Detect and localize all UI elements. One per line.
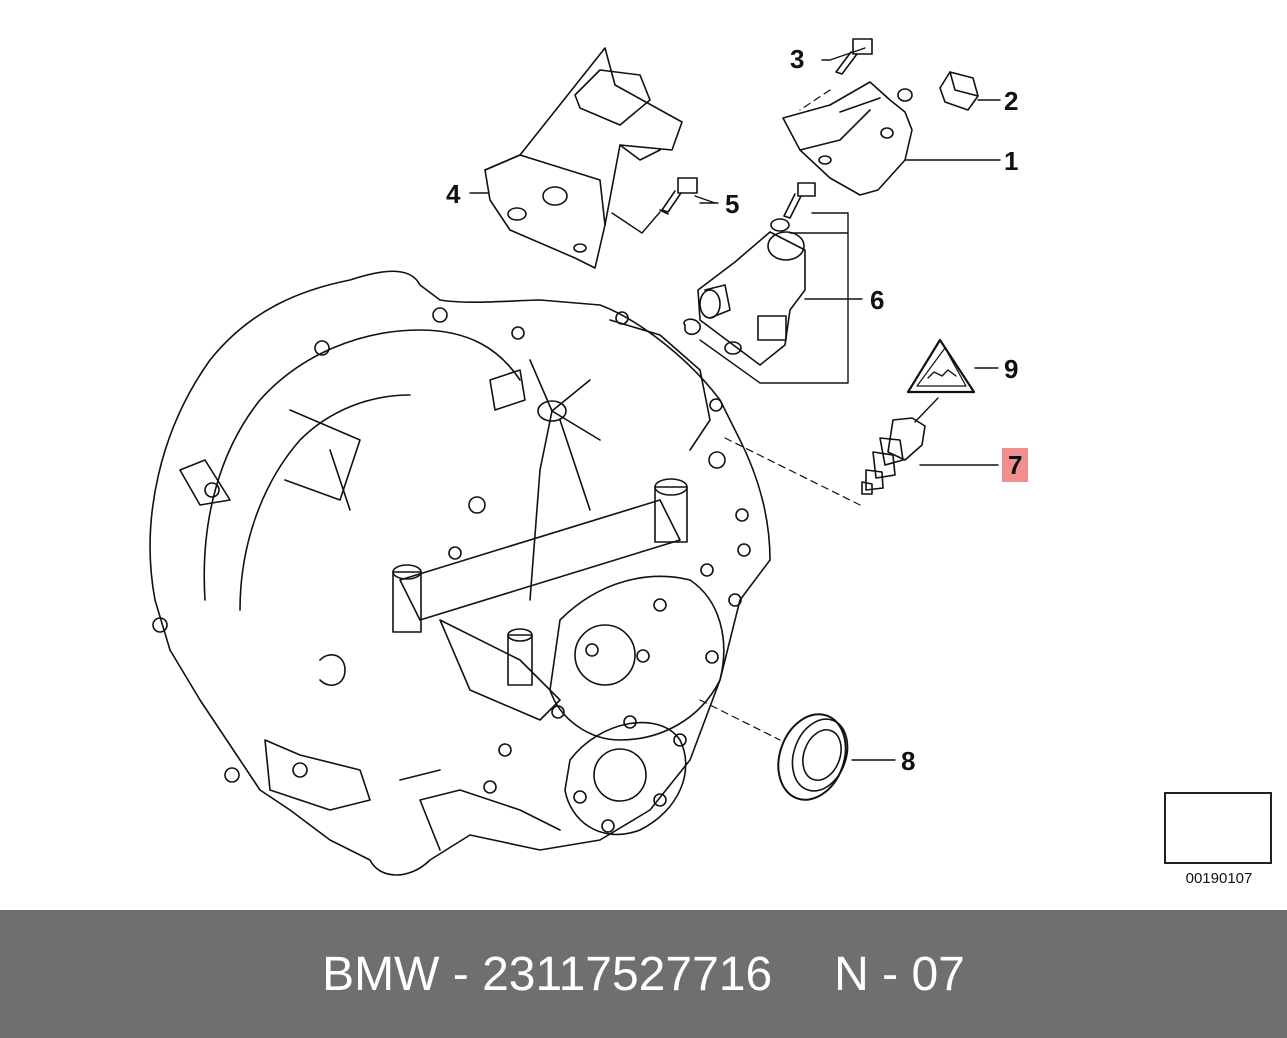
- bracket-part-1-drawing: [782, 81, 913, 196]
- leader-lines: [469, 47, 1001, 761]
- callout-4: 4: [446, 179, 461, 209]
- bolt-part-3-drawing: [835, 38, 873, 75]
- seal-ring-part-8-drawing: [777, 713, 849, 801]
- callout-8: 8: [901, 746, 916, 776]
- callout-5: 5: [725, 189, 740, 219]
- cap-part-2-drawing: [939, 71, 979, 111]
- dashed-assembly-lines: [699, 89, 861, 741]
- footer-text: BMW - 23117527716 N - 07: [0, 910, 1287, 1038]
- footer-brand-part-number: BMW - 23117527716: [322, 947, 773, 1001]
- reference-code: 00190107: [1185, 870, 1253, 887]
- footer-position: N - 07: [834, 947, 965, 1001]
- callout-3: 3: [790, 44, 805, 74]
- callout-2: 2: [1004, 86, 1019, 116]
- parts-diagram: [149, 38, 1257, 876]
- switch-part-7-drawing: [861, 417, 926, 495]
- warning-triangle-part-9-drawing: [906, 338, 976, 394]
- callout-6: 6: [870, 285, 885, 315]
- footer-bar: BMW - 23117527716 N - 07: [0, 910, 1287, 1038]
- sensor-part-6-drawing: [683, 182, 816, 366]
- bracket-part-4-drawing: [484, 47, 683, 269]
- transmission-housing-drawing: [149, 270, 771, 876]
- callout-9: 9: [1004, 354, 1019, 384]
- callout-1: 1: [1004, 146, 1019, 176]
- callout-7-highlighted: 7: [1002, 448, 1029, 482]
- bolt-part-5-drawing: [659, 177, 698, 215]
- reference-box: [1164, 792, 1272, 864]
